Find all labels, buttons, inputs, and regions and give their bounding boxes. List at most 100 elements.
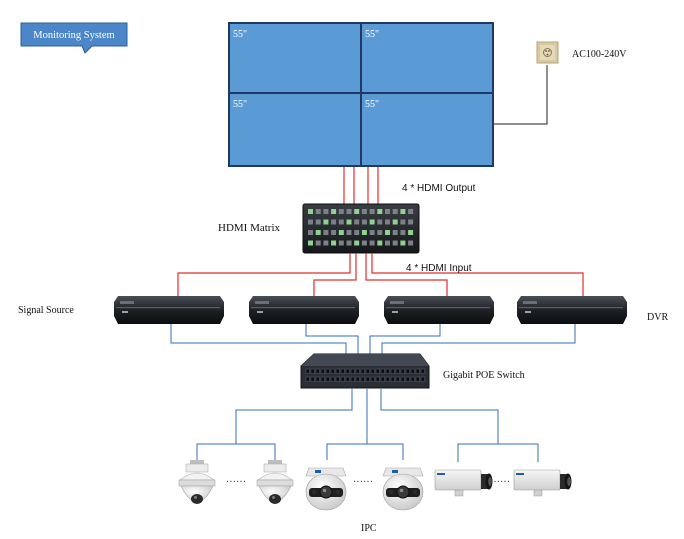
dvr-device-3 bbox=[384, 296, 494, 324]
switch-port bbox=[390, 368, 395, 374]
power-socket: AC100-240V bbox=[494, 41, 627, 125]
switch-port bbox=[340, 368, 345, 374]
matrix-port bbox=[338, 230, 344, 235]
matrix-port bbox=[346, 209, 352, 214]
matrix-port bbox=[308, 230, 313, 235]
matrix-port bbox=[323, 209, 329, 214]
matrix-port bbox=[400, 219, 406, 225]
panel-size-label: 55" bbox=[365, 99, 379, 110]
switch-port bbox=[415, 368, 420, 374]
switch-port bbox=[355, 376, 360, 382]
switch-port bbox=[365, 368, 370, 374]
switch-port bbox=[405, 376, 410, 382]
matrix-port bbox=[354, 240, 360, 246]
switch-port bbox=[380, 376, 385, 382]
signal-source-label: Signal Source bbox=[18, 305, 74, 316]
switch-port bbox=[360, 368, 365, 374]
ptz-camera-1 bbox=[178, 460, 216, 504]
switch-port bbox=[390, 376, 395, 382]
matrix-port bbox=[369, 230, 375, 235]
switch-port bbox=[335, 368, 340, 374]
switch-port bbox=[410, 376, 415, 382]
switch-port bbox=[420, 368, 425, 374]
matrix-port bbox=[354, 209, 360, 214]
matrix-port bbox=[377, 240, 383, 246]
switch-port bbox=[305, 368, 310, 374]
wall-panel-2 bbox=[362, 24, 492, 92]
dvr-units bbox=[114, 296, 627, 324]
switch-port bbox=[310, 376, 315, 382]
switch-port bbox=[375, 376, 380, 382]
hdmi-output-label: 4 * HDMI Output bbox=[402, 183, 476, 194]
switch-port bbox=[315, 368, 320, 374]
switch-port bbox=[345, 376, 350, 382]
switch-port bbox=[320, 368, 325, 374]
matrix-port bbox=[385, 219, 390, 225]
ellipsis-ptz: …… bbox=[226, 474, 246, 485]
matrix-port bbox=[315, 240, 321, 246]
box-camera-2 bbox=[513, 469, 572, 497]
matrix-port bbox=[323, 219, 329, 225]
matrix-port bbox=[308, 209, 313, 214]
matrix-port bbox=[315, 230, 321, 235]
switch-port bbox=[325, 376, 330, 382]
matrix-port bbox=[385, 209, 390, 214]
switch-port bbox=[320, 376, 325, 382]
matrix-port bbox=[408, 230, 414, 235]
matrix-port bbox=[361, 240, 367, 246]
matrix-port bbox=[338, 209, 344, 214]
matrix-port-grid bbox=[308, 209, 414, 246]
hdmi-input-label: 4 * HDMI Input bbox=[406, 263, 472, 274]
switch-port bbox=[405, 368, 410, 374]
hdmi-matrix-label: HDMI Matrix bbox=[218, 222, 281, 234]
panel-size-label: 55" bbox=[365, 29, 379, 40]
switch-port bbox=[350, 368, 355, 374]
wall-panel-4 bbox=[362, 94, 492, 165]
box-camera-1 bbox=[434, 469, 493, 497]
matrix-port bbox=[331, 209, 337, 214]
hdmi-input-lines bbox=[177, 253, 584, 300]
switch-port bbox=[370, 368, 375, 374]
matrix-port bbox=[308, 219, 313, 225]
ipc-label: IPC bbox=[361, 523, 377, 534]
matrix-port bbox=[338, 240, 344, 246]
switch-port-grid bbox=[305, 368, 425, 382]
camera-network-lines bbox=[196, 389, 539, 462]
wall-panel-1 bbox=[230, 24, 360, 92]
matrix-port bbox=[354, 230, 360, 235]
matrix-port bbox=[369, 209, 375, 214]
dome-camera-2 bbox=[382, 467, 424, 511]
matrix-port bbox=[400, 240, 406, 246]
switch-port bbox=[400, 376, 405, 382]
dvr-label: DVR bbox=[647, 312, 668, 323]
dvr-device-1 bbox=[114, 296, 224, 324]
switch-port bbox=[395, 368, 400, 374]
matrix-port bbox=[369, 219, 375, 225]
switch-port bbox=[305, 376, 310, 382]
dvr-network-lines bbox=[170, 324, 576, 355]
power-label: AC100-240V bbox=[572, 49, 627, 60]
switch-port bbox=[375, 368, 380, 374]
matrix-port bbox=[361, 209, 367, 214]
switch-port bbox=[355, 368, 360, 374]
switch-port bbox=[315, 376, 320, 382]
switch-port bbox=[415, 376, 420, 382]
matrix-port bbox=[361, 230, 367, 235]
ellipsis-dome: …… bbox=[353, 474, 373, 485]
dome-camera-1 bbox=[305, 467, 347, 511]
matrix-port bbox=[315, 209, 321, 214]
switch-port bbox=[385, 376, 390, 382]
matrix-port bbox=[346, 230, 352, 235]
poe-switch-label: Gigabit POE Switch bbox=[443, 370, 525, 381]
switch-port bbox=[330, 368, 335, 374]
matrix-port bbox=[408, 209, 414, 214]
matrix-port bbox=[377, 209, 383, 214]
matrix-port bbox=[385, 230, 390, 235]
panel-size-label: 55" bbox=[233, 29, 247, 40]
switch-port bbox=[325, 368, 330, 374]
matrix-port bbox=[369, 240, 375, 246]
matrix-port bbox=[323, 230, 329, 235]
hdmi-output-lines bbox=[343, 167, 379, 205]
ellipsis-box: …… bbox=[490, 474, 510, 485]
ptz-camera-2 bbox=[256, 460, 294, 504]
